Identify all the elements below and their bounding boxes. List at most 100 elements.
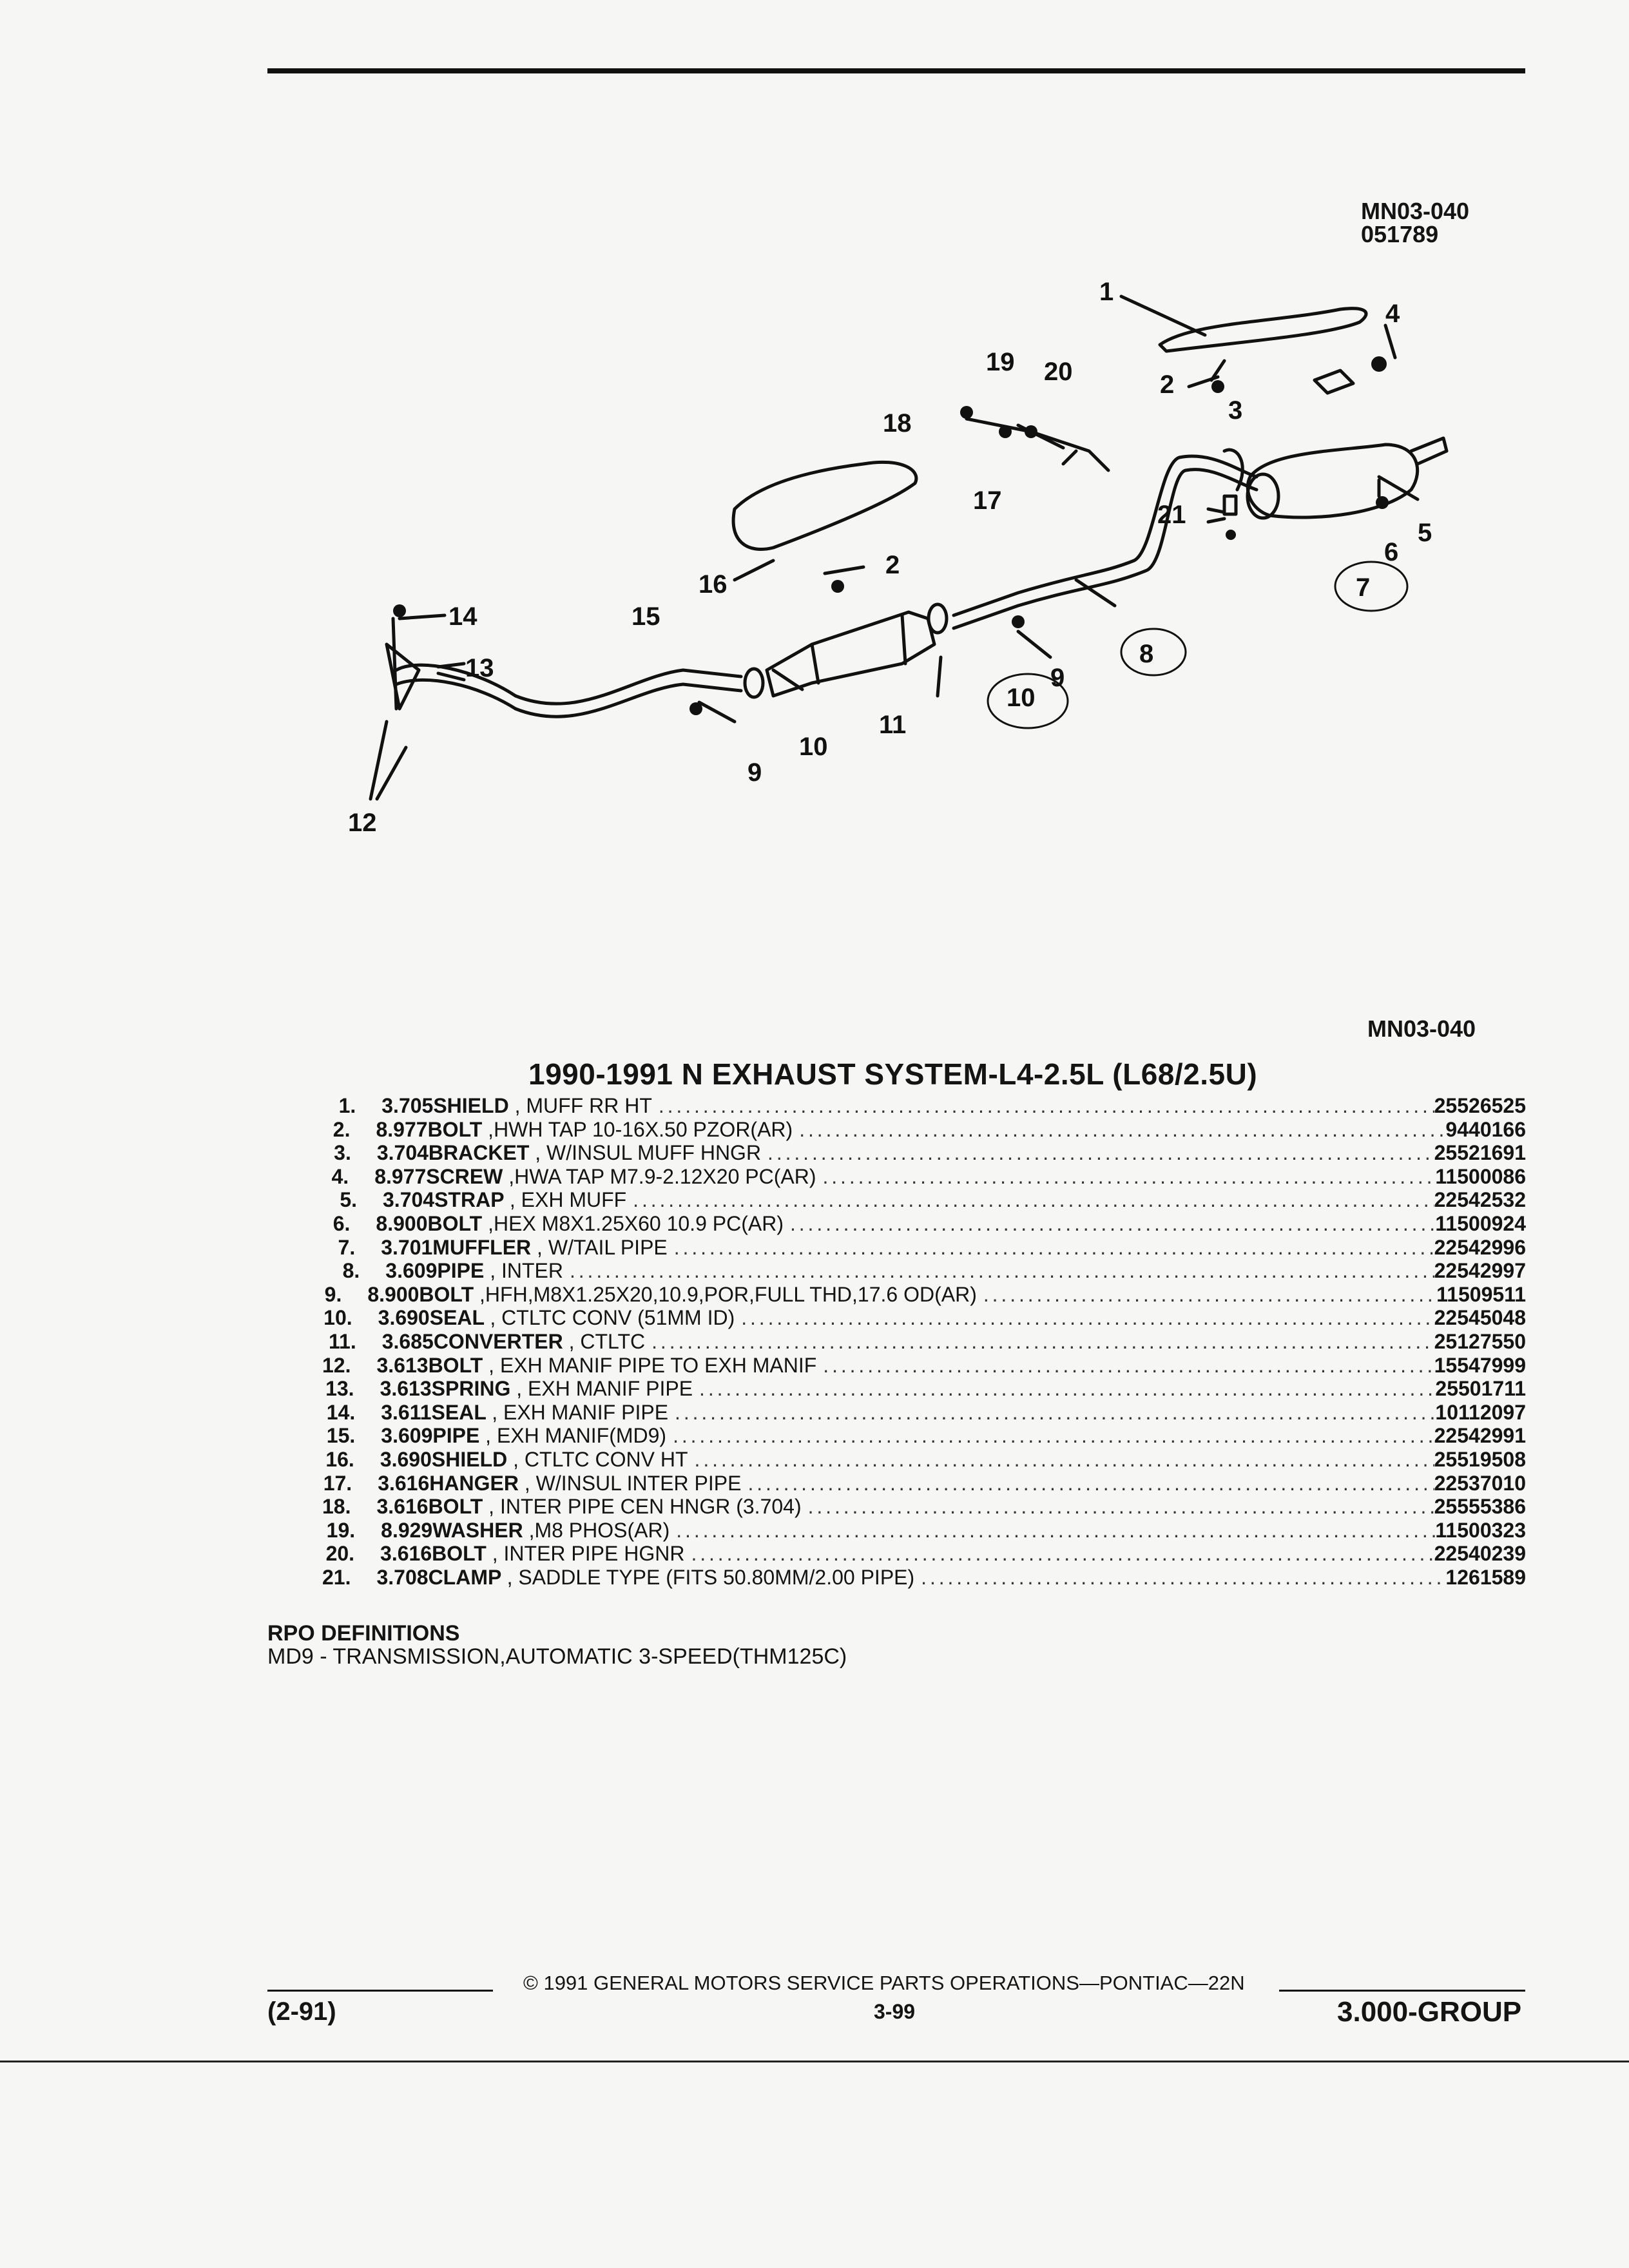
part-number: 11500086 bbox=[1435, 1164, 1526, 1188]
callout-14: 14 bbox=[448, 602, 477, 631]
leader-dots bbox=[668, 1236, 1434, 1260]
part-number: 22537010 bbox=[1434, 1471, 1526, 1495]
leader-dots bbox=[761, 1141, 1434, 1165]
part-name: BOLT bbox=[427, 1117, 483, 1141]
part-detail: , EXH MANIF(MD9) bbox=[485, 1424, 667, 1448]
document-code-line2: 051789 bbox=[1361, 221, 1439, 247]
callout-4: 4 bbox=[1385, 300, 1400, 328]
part-detail: , INTER bbox=[490, 1259, 563, 1283]
leader-dots bbox=[626, 1188, 1434, 1212]
callout-21: 21 bbox=[1157, 501, 1186, 529]
part-detail: ,HEX M8X1.25X60 10.9 PC(AR) bbox=[488, 1211, 784, 1235]
callout-1: 1 bbox=[1099, 278, 1113, 306]
group-number: 3.704 bbox=[376, 1141, 429, 1165]
item-number: 8. bbox=[342, 1259, 360, 1283]
item-number: 17. bbox=[323, 1471, 352, 1495]
group-number: 3.690 bbox=[378, 1306, 430, 1330]
group-number: 8.977 bbox=[376, 1117, 428, 1141]
part-name: BOLT bbox=[432, 1542, 487, 1566]
part-description: SHIELD , MUFF RR HT bbox=[433, 1094, 652, 1118]
part-number: 10112097 bbox=[1435, 1400, 1526, 1424]
group-number: 3.701 bbox=[381, 1235, 433, 1259]
part-name: SHIELD bbox=[431, 1447, 508, 1471]
item-number: 14. bbox=[326, 1400, 356, 1424]
part-description: PIPE , EXH MANIF(MD9) bbox=[432, 1424, 666, 1448]
group-number: 3.616 bbox=[376, 1495, 429, 1519]
group-number: 8.900 bbox=[376, 1211, 428, 1235]
item-number: 3. bbox=[334, 1141, 351, 1165]
group-number: 3.609 bbox=[381, 1424, 433, 1448]
part-number: 25526525 bbox=[1434, 1094, 1526, 1117]
part-detail: , EXH MANIF PIPE bbox=[492, 1400, 669, 1424]
diagram-code: MN03-040 bbox=[1367, 1015, 1476, 1042]
item-number: 6. bbox=[333, 1211, 351, 1235]
callout-9: 9 bbox=[1050, 664, 1065, 692]
part-detail: , EXH MANIF PIPE bbox=[516, 1377, 693, 1401]
group-number: 3.705 bbox=[381, 1094, 434, 1117]
part-description: BOLT ,HEX M8X1.25X60 10.9 PC(AR) bbox=[427, 1212, 783, 1236]
top-rule bbox=[267, 68, 1525, 73]
group-label: 3.000-GROUP bbox=[1337, 1996, 1522, 2028]
callout-10b: 10 bbox=[799, 733, 828, 761]
part-name: STRAP bbox=[434, 1188, 504, 1212]
group-number: 3.616 bbox=[378, 1471, 430, 1495]
leader-dots bbox=[668, 1401, 1435, 1425]
part-description: SEAL , CTLTC CONV (51MM ID) bbox=[430, 1306, 735, 1330]
group-number: 3.613 bbox=[380, 1377, 432, 1401]
part-name: BOLT bbox=[427, 1211, 483, 1235]
item-number: 19. bbox=[326, 1518, 356, 1542]
part-name: SHIELD bbox=[433, 1094, 509, 1117]
part-description: MUFFLER , W/TAIL PIPE bbox=[432, 1236, 667, 1260]
leader-dots bbox=[977, 1283, 1436, 1307]
item-number: 11. bbox=[329, 1329, 356, 1353]
copyright-notice: © 1991 GENERAL MOTORS SERVICE PARTS OPER… bbox=[523, 1972, 1245, 1994]
callout-17: 17 bbox=[973, 486, 1002, 515]
item-number: 12. bbox=[322, 1353, 351, 1377]
part-number: 1261589 bbox=[1445, 1565, 1526, 1589]
part-description: SCREW ,HWA TAP M7.9-2.12X20 PC(AR) bbox=[426, 1165, 816, 1189]
callout-2b: 2 bbox=[885, 551, 900, 579]
callout-7: 7 bbox=[1356, 573, 1370, 602]
part-detail: ,HWH TAP 10-16X.50 PZOR(AR) bbox=[488, 1117, 793, 1141]
callout-16: 16 bbox=[699, 570, 728, 599]
part-number: 22542532 bbox=[1434, 1188, 1526, 1212]
part-number: 22542991 bbox=[1434, 1424, 1526, 1448]
part-number: 22542997 bbox=[1434, 1259, 1526, 1283]
callout-12: 12 bbox=[348, 809, 377, 837]
group-number: 3.616 bbox=[380, 1542, 432, 1566]
part-name: BOLT bbox=[428, 1353, 483, 1377]
part-number: 9440166 bbox=[1445, 1117, 1526, 1141]
leader-dots bbox=[802, 1495, 1434, 1519]
part-name: CONVERTER bbox=[433, 1329, 563, 1353]
part-detail: , CTLTC bbox=[568, 1329, 646, 1353]
document-code-line1: MN03-040 bbox=[1361, 198, 1470, 224]
leader-dots bbox=[914, 1566, 1445, 1590]
part-name: PIPE bbox=[437, 1259, 485, 1283]
page-title: 1990-1991 N EXHAUST SYSTEM-L4-2.5L (L68/… bbox=[528, 1057, 1258, 1091]
callout-9b: 9 bbox=[747, 758, 762, 787]
part-description: HANGER , W/INSUL INTER PIPE bbox=[429, 1472, 741, 1495]
part-number: 25127550 bbox=[1434, 1329, 1526, 1353]
part-detail: , W/TAIL PIPE bbox=[537, 1235, 668, 1259]
leader-dots bbox=[793, 1118, 1445, 1142]
item-number: 18. bbox=[322, 1495, 351, 1519]
part-number: 25555386 bbox=[1434, 1495, 1526, 1519]
part-detail: , SADDLE TYPE (FITS 50.80MM/2.00 PIPE) bbox=[506, 1565, 915, 1589]
part-name: PIPE bbox=[432, 1424, 480, 1448]
part-detail: , W/INSUL MUFF HNGR bbox=[535, 1141, 762, 1165]
part-name: SEAL bbox=[431, 1400, 487, 1424]
part-number: 22545048 bbox=[1434, 1306, 1526, 1330]
item-number: 1. bbox=[338, 1094, 356, 1117]
part-description: BOLT , INTER PIPE HGNR bbox=[432, 1542, 684, 1566]
item-number: 16. bbox=[325, 1447, 354, 1471]
part-number: 22540239 bbox=[1434, 1542, 1526, 1566]
